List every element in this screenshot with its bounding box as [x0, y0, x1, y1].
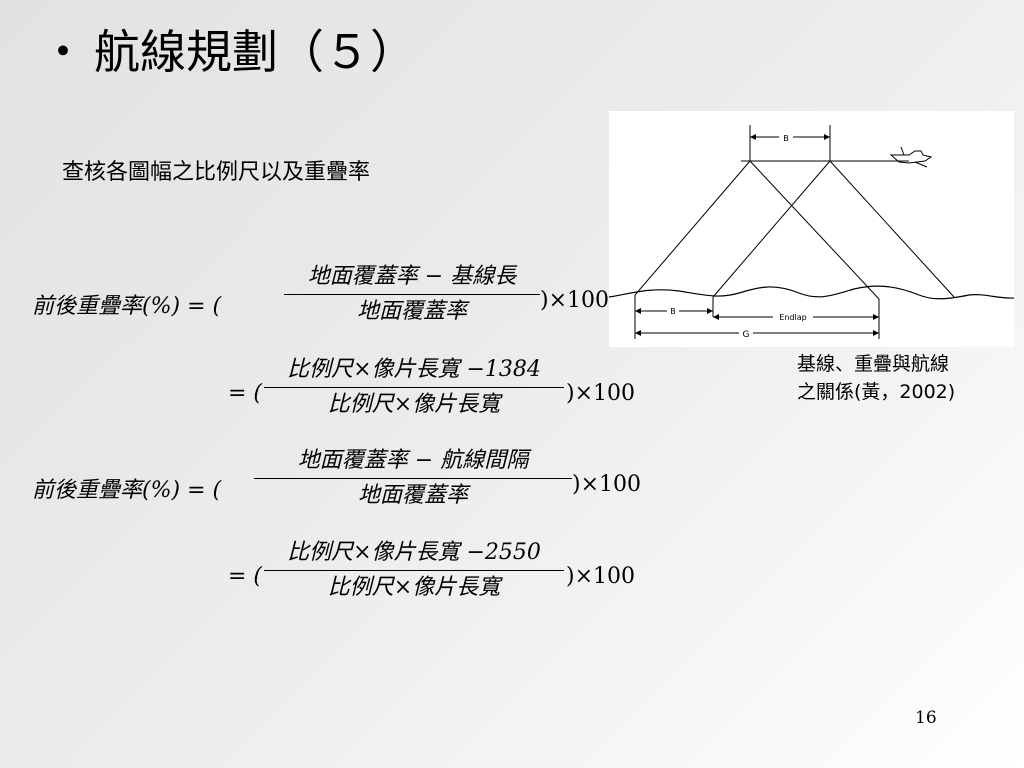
fraction-bar: [284, 294, 540, 295]
ground-coverage-label: G: [743, 330, 750, 340]
label-mask: [667, 305, 679, 316]
equation-3-denominator: 地面覆蓋率: [357, 483, 468, 508]
equation-1-numerator: 地面覆蓋率 − 基線長: [307, 264, 517, 289]
equation-3-tail: )×100: [572, 472, 642, 497]
fraction-bar: [264, 570, 564, 571]
figure-caption-line-1: 基線、重疊與航線: [797, 353, 950, 375]
equation-4-denominator: 比例尺×像片長寬: [327, 575, 501, 600]
equation-3: 前後重疊率(%) = ( 地面覆蓋率 − 航線間隔 地面覆蓋率 )×100: [32, 446, 641, 530]
equation-2: = ( 比例尺×像片長寬 −1384 比例尺×像片長寬 )×100: [228, 355, 648, 439]
fraction-bar: [264, 387, 564, 388]
equation-4-fraction: 比例尺×像片長寬 −2550 比例尺×像片長寬: [264, 538, 564, 603]
equation-1: 前後重疊率(%) = ( 地面覆蓋率 − 基線長 地面覆蓋率 )×100: [32, 262, 609, 346]
overlap-diagram: B B Endlap G: [608, 111, 1015, 347]
equation-3-numerator: 地面覆蓋率 − 航線間隔: [297, 448, 529, 473]
endlap-label: Endlap: [779, 313, 806, 322]
equation-2-tail: )×100: [566, 381, 636, 406]
equation-4-lhs: = (: [228, 564, 263, 589]
slide-subtitle: 查核各圖幅之比例尺以及重疊率: [62, 160, 371, 185]
equation-4: = ( 比例尺×像片長寬 −2550 比例尺×像片長寬 )×100: [228, 538, 648, 622]
top-baseline-label: B: [783, 134, 789, 143]
overlap-diagram-svg: B B Endlap G: [608, 125, 1015, 340]
equation-2-lhs: = (: [228, 381, 263, 406]
fraction-bar: [254, 478, 572, 479]
label-mask: [773, 311, 813, 322]
equation-2-denominator: 比例尺×像片長寬: [327, 392, 501, 417]
equation-2-fraction: 比例尺×像片長寬 −1384 比例尺×像片長寬: [264, 355, 564, 420]
slide-title: ・航線規劃（５）: [40, 22, 416, 82]
camera-ray: [829, 160, 955, 298]
airplane-icon: [889, 146, 933, 168]
equation-1-fraction: 地面覆蓋率 − 基線長 地面覆蓋率: [284, 262, 540, 327]
equation-1-denominator: 地面覆蓋率: [356, 299, 467, 324]
bullet-icon: ・: [40, 25, 86, 79]
equation-1-tail: )×100: [540, 288, 610, 313]
label-mask: [779, 131, 793, 143]
page-number: 16: [915, 708, 937, 728]
equation-3-fraction: 地面覆蓋率 − 航線間隔 地面覆蓋率: [254, 446, 572, 511]
bottom-baseline-label: B: [670, 307, 676, 316]
equation-4-tail: )×100: [566, 564, 636, 589]
camera-ray: [749, 160, 880, 300]
camera-ray: [634, 160, 751, 296]
slide-title-text: 航線規劃（５）: [94, 25, 416, 79]
label-mask: [739, 327, 753, 339]
camera-ray: [712, 160, 831, 298]
terrain-profile: [608, 285, 1015, 300]
equation-1-lhs: 前後重疊率(%) = (: [32, 294, 222, 319]
figure-caption: 基線、重疊與航線 之關係(黃，2002): [797, 350, 955, 406]
equation-2-numerator: 比例尺×像片長寬 −1384: [287, 357, 541, 382]
equation-4-numerator: 比例尺×像片長寬 −2550: [287, 540, 541, 565]
equation-3-lhs: 前後重疊率(%) = (: [32, 478, 222, 503]
figure-caption-line-2: 之關係(黃，2002): [797, 381, 956, 403]
